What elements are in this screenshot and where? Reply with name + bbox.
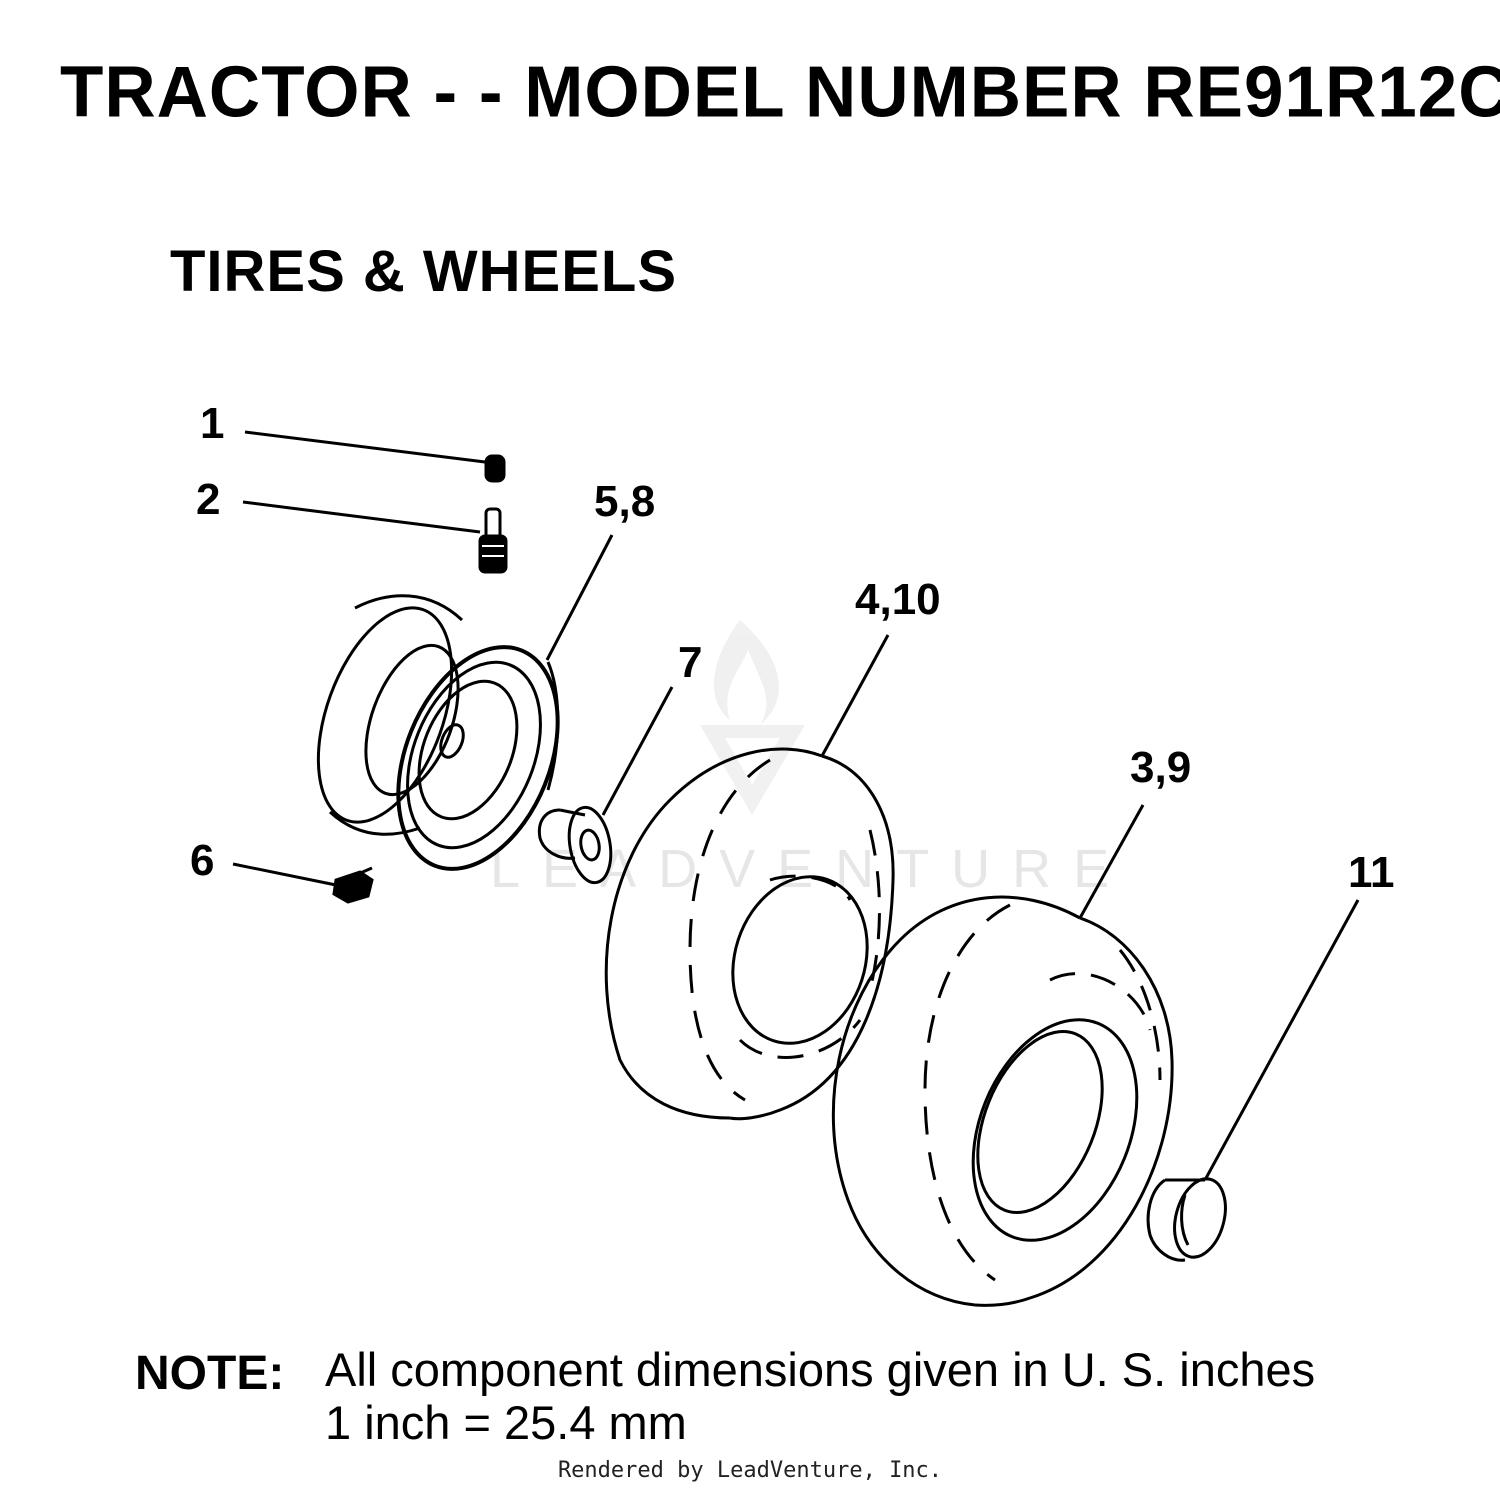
watermark-text: LEADVENTURE: [490, 839, 1132, 899]
leader-line-4-10: [820, 634, 890, 757]
page-title: TRACTOR - - MODEL NUMBER RE91R12C: [60, 52, 1500, 133]
callout-11: 11: [1348, 848, 1395, 897]
rear-tire-part: [831, 895, 1174, 1307]
hub-cap-part: [1146, 1177, 1227, 1262]
callout-6: 6: [190, 836, 214, 885]
leader-line-11: [1203, 899, 1360, 1181]
callout-5-8: 5,8: [594, 477, 655, 526]
callout-2: 2: [196, 475, 220, 524]
wheel-rim-part: [316, 594, 560, 871]
callout-4-10: 4,10: [855, 575, 941, 624]
callout-7: 7: [678, 638, 702, 687]
note-line-1: All component dimensions given in U. S. …: [325, 1343, 1316, 1396]
rendered-by-footer: Rendered by LeadVenture, Inc.: [557, 1458, 943, 1483]
leader-line-7: [601, 686, 674, 816]
screw-part: [332, 866, 374, 904]
leader-line-1: [244, 430, 486, 464]
valve-stem-part: [478, 507, 508, 574]
callout-3-9: 3,9: [1130, 743, 1191, 792]
leader-line-6: [232, 862, 337, 887]
note-label: NOTE:: [135, 1347, 285, 1400]
valve-cap-part: [484, 454, 506, 483]
leader-line-2: [242, 500, 481, 534]
bushing-part: [537, 805, 613, 885]
section-title: TIRES & WHEELS: [170, 239, 678, 304]
note-text: All component dimensions given in U. S. …: [325, 1343, 1315, 1449]
callout-1: 1: [200, 399, 224, 448]
leader-line-5-8: [545, 534, 614, 661]
leadventure-logo-watermark: [700, 620, 805, 815]
leader-line-3-9: [1078, 804, 1145, 919]
note-line-2: 1 inch = 25.4 mm: [325, 1396, 687, 1449]
